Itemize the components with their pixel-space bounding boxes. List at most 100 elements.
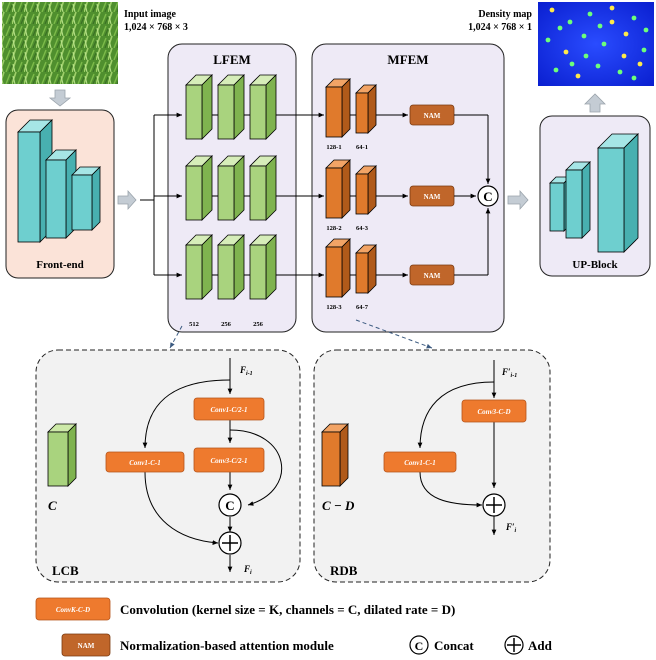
lfem-input-branches (140, 112, 182, 278)
density-dot (567, 19, 573, 25)
mfem-block-r1-2 (355, 84, 377, 134)
density-dot (601, 41, 607, 47)
density-dot (631, 75, 637, 81)
density-dot (643, 27, 649, 33)
density-dot (623, 31, 629, 37)
density-map-image (538, 2, 654, 86)
lfem-label: LFEM (213, 52, 251, 67)
density-dot (549, 7, 555, 13)
lfem-block-r3-1 (185, 234, 213, 300)
density-dot (545, 37, 551, 43)
mfem-label-r1-a: 128-1 (326, 144, 341, 151)
density-dot (587, 11, 593, 17)
legend-conv-text: Convolution (kernel size = K, channels =… (120, 602, 455, 617)
density-dot (581, 33, 587, 39)
upblock-label: UP-Block (572, 259, 618, 271)
density-dot (557, 25, 563, 31)
frontend-label: Front-end (36, 259, 83, 271)
concat-symbol: C (483, 189, 492, 204)
input-title: Input image (124, 9, 177, 20)
lcb-block-icon (47, 423, 77, 487)
density-dot (609, 19, 615, 25)
rdb-flow (417, 360, 497, 535)
density-dot (641, 47, 647, 53)
density-dot (553, 67, 559, 73)
mfem-label-r3-a: 128-3 (326, 304, 342, 311)
lfem-block-r1-2 (217, 74, 245, 140)
mfem-block-r2-2 (355, 165, 377, 215)
lcb-block-label: C (48, 498, 57, 513)
mfem-block-r3-2 (355, 244, 377, 294)
rdb-conv-left: Conv1-C-1 (383, 451, 457, 473)
mfem-block-r3-1 (325, 238, 351, 298)
lcb-input-label: Fi-1 (239, 365, 253, 377)
svg-text:C: C (415, 639, 424, 653)
rdb-block-label: C − D (322, 498, 355, 513)
output-title: Density map (478, 9, 532, 20)
lfem-channel-3: 256 (253, 321, 264, 328)
rdb-block-icon (321, 423, 349, 487)
density-dot (617, 69, 623, 75)
svg-text:C: C (225, 498, 234, 513)
legend-add-symbol (504, 635, 524, 655)
mfem-block-r2-1 (325, 159, 351, 219)
density-dot (621, 53, 627, 59)
density-dot (631, 15, 637, 21)
nam-box-r2: NAM (409, 185, 455, 207)
nam-box-r3: NAM (409, 264, 455, 286)
density-dot (575, 73, 581, 79)
frontend-blocks (17, 119, 101, 243)
lcb-add-circle (218, 531, 242, 555)
density-dot (609, 5, 615, 11)
lfem-channel-1: 512 (189, 321, 199, 328)
mfem-label-r2-a: 128-2 (326, 225, 341, 232)
rdb-conv-right: Conv3-C-D (461, 399, 527, 423)
rdb-output-label: F′i (505, 522, 517, 534)
legend-concat-symbol: C (409, 635, 429, 655)
lcb-conv-left: Conv1-C-1 (105, 451, 185, 473)
nam-label-r3: NAM (424, 272, 441, 280)
lcb-flow (142, 358, 283, 572)
legend-concat-text: Concat (434, 638, 474, 653)
density-dot (563, 49, 569, 55)
svg-text:NAM: NAM (78, 642, 95, 650)
lcb-title: LCB (52, 563, 79, 578)
input-image (2, 2, 118, 84)
legend-nam-box: NAM (61, 633, 111, 657)
lcb-conv-top: Conv1-C/2-1 (193, 397, 265, 421)
density-dot (595, 63, 601, 69)
mfem-concat-circle: C (477, 185, 499, 207)
mfem-block-r1-1 (325, 78, 351, 138)
rdb-add-circle (482, 493, 506, 517)
nam-box-r1: NAM (409, 104, 455, 126)
svg-text:Conv1-C-1: Conv1-C-1 (404, 459, 436, 467)
legend-add-text: Add (528, 638, 553, 653)
legend-conv-box: ConvK-C-D (35, 597, 111, 621)
svg-text:Conv1-C/2-1: Conv1-C/2-1 (211, 406, 248, 414)
lfem-block-r3-2 (217, 234, 245, 300)
gray-arrow-right-2 (507, 189, 529, 211)
lfem-block-r1-1 (185, 74, 213, 140)
svg-text:Conv1-C-1: Conv1-C-1 (129, 459, 161, 467)
mfem-label-r3-b: 64-7 (356, 304, 369, 311)
mfem-label-r1-b: 64-1 (356, 144, 368, 151)
input-size: 1,024 × 768 × 3 (124, 22, 188, 33)
rdb-title: RDB (330, 563, 358, 578)
density-dot (597, 23, 603, 29)
density-dot (569, 61, 575, 67)
lcb-concat-circle: C (218, 493, 242, 517)
lcb-conv-mid: Conv3-C/2-1 (193, 447, 265, 473)
gray-arrow-right-1 (117, 189, 137, 211)
gray-arrow-down-1 (48, 89, 72, 107)
lfem-channel-2: 256 (221, 321, 232, 328)
density-dot (637, 61, 643, 67)
svg-text:Conv3-C/2-1: Conv3-C/2-1 (211, 457, 248, 465)
mfem-label: MFEM (387, 52, 428, 67)
lfem-block-r1-3 (249, 74, 277, 140)
mfem-label-r2-b: 64-3 (356, 225, 369, 232)
svg-text:ConvK-C-D: ConvK-C-D (56, 606, 90, 614)
lfem-block-r2-1 (185, 155, 213, 221)
gray-arrow-up (584, 93, 606, 113)
